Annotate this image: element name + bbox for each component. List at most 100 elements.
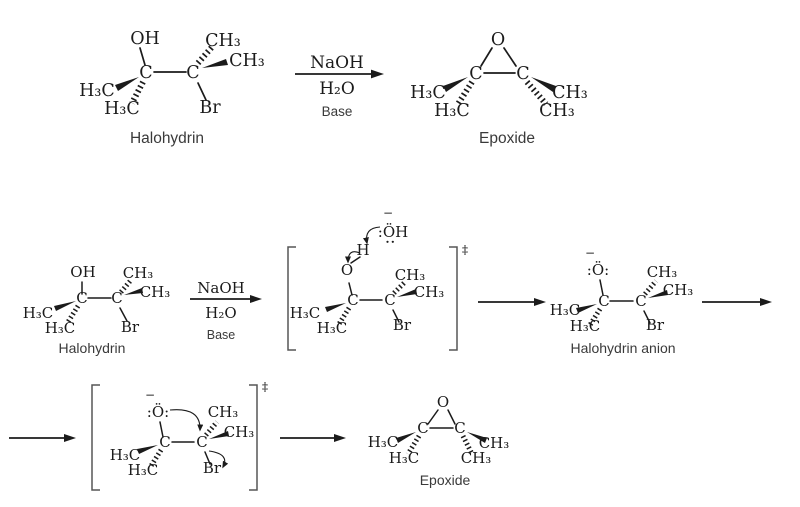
wedge-bond: [54, 301, 76, 311]
atom-label-ch3: CH₃: [395, 266, 426, 284]
atom-label-h: H: [356, 241, 369, 259]
wedge-bond: [124, 288, 143, 295]
arrowhead: [760, 298, 772, 306]
arrowhead: [334, 434, 346, 442]
atom-label-c: C: [598, 292, 609, 310]
reagent-label: NaOH: [310, 53, 364, 73]
atom-label-c: C: [454, 419, 465, 437]
atom-label-h3c: H₃C: [368, 433, 399, 451]
bonds: [115, 45, 228, 105]
atom-label-ch3: CH₃: [539, 101, 575, 121]
wedge-bond: [325, 303, 346, 312]
atom-label-h3c: H₃C: [79, 81, 115, 101]
bonds: [396, 409, 487, 456]
reagent-label: NaOH: [197, 279, 244, 297]
transition-state-2: ‡ − :Ö: C C CH₃ CH₃ H₃C H₃C Br: [91, 379, 268, 491]
hashed-bond: [204, 420, 219, 437]
ts-double-dagger: ‡: [262, 379, 268, 394]
atom-label-h3c: H₃C: [290, 304, 321, 322]
bond: [503, 47, 517, 67]
bracket-left: [287, 246, 296, 351]
hashed-bond: [148, 448, 164, 468]
bonds: [443, 47, 556, 106]
wedge-bond: [467, 432, 487, 443]
hashed-bond: [643, 279, 658, 296]
atom-label-c: C: [469, 64, 482, 84]
atom-label-ch3: CH₃: [205, 31, 241, 51]
atom-label-br: Br: [199, 98, 221, 118]
atom-label-h3c: H₃C: [410, 83, 446, 103]
solvent-label: H₂O: [319, 79, 355, 99]
bond: [447, 409, 456, 425]
hydroxide-label: :ÖH: [378, 223, 408, 241]
atom-label-ch3: CH₃: [414, 283, 445, 301]
caption-halohydrin: Halohydrin: [130, 130, 204, 147]
atom-label-ch3: CH₃: [461, 449, 492, 467]
wedge-bond: [202, 59, 228, 68]
bond: [427, 409, 439, 425]
atom-label-h3c: H₃C: [434, 101, 470, 121]
lone-pair-dot: [386, 240, 389, 243]
wedge-bond: [648, 290, 668, 298]
hashed-bond: [524, 80, 549, 106]
hashed-bond: [587, 307, 603, 327]
hashed-bond: [119, 278, 133, 294]
wedge-bond: [576, 304, 597, 313]
hashed-bond: [392, 280, 407, 295]
atom-label-c: C: [159, 433, 170, 451]
atom-label-oh: OH: [70, 263, 95, 281]
bracket-right: [449, 246, 458, 351]
reaction-conditions-arrow-mid: NaOH H₂O Base: [190, 279, 262, 342]
hashed-bond: [336, 306, 352, 326]
atom-label-ch3: CH₃: [663, 281, 694, 299]
epoxide-structure-top: O C C H₃C H₃C CH₃ CH₃ Epoxide: [410, 30, 588, 147]
caption-halohydrin-anion: Halohydrin anion: [570, 340, 675, 356]
bond: [139, 47, 146, 66]
reaction-arrow: [478, 298, 546, 306]
atom-label-h3c: H₃C: [570, 317, 601, 335]
atom-label-br: Br: [393, 316, 412, 334]
arrowhead: [534, 298, 546, 306]
atom-label-o: O: [437, 393, 449, 411]
arrowhead: [371, 69, 384, 79]
bonds: [576, 279, 668, 327]
curved-arrow-o-to-carbon: [169, 409, 204, 432]
charge-minus: −: [383, 206, 393, 220]
atom-label-ch3: CH₃: [647, 263, 678, 281]
caption-epoxide: Epoxide: [420, 472, 471, 488]
alkoxide-label: :Ö:: [147, 403, 169, 421]
atom-label-h3c: H₃C: [550, 301, 581, 319]
base-label: Base: [207, 328, 236, 342]
atom-label-br: Br: [203, 459, 222, 477]
bonds: [54, 278, 143, 324]
wedge-bond: [397, 289, 417, 297]
atom-label-h3c: H₃C: [23, 304, 54, 322]
atom-label-o: O: [341, 261, 353, 279]
wedge-bond: [137, 445, 158, 454]
halohydrin-structure-mid: OH CH₃ CH₃ C C H₃C H₃C Br Halohydrin: [23, 263, 171, 356]
atom-label-ch3: CH₃: [229, 51, 265, 71]
arrowhead: [250, 295, 262, 303]
hashed-bond: [65, 304, 81, 324]
atom-label-br: Br: [121, 318, 140, 336]
halohydrin-anion-structure: − :Ö: C C CH₃ CH₃ H₃C H₃C Br Halohydrin …: [550, 246, 694, 356]
atom-label-c: C: [76, 289, 87, 307]
bracket-right: [249, 384, 258, 491]
atom-label-oh: OH: [130, 29, 160, 49]
bond: [599, 279, 604, 296]
atom-label-h3c: H₃C: [45, 319, 76, 337]
reaction-arrow: [702, 298, 772, 306]
wedge-bond: [115, 77, 139, 91]
bond: [480, 47, 493, 67]
atom-label-c: C: [417, 419, 428, 437]
bonds: [325, 256, 417, 326]
atom-label-h3c: H₃C: [104, 99, 140, 119]
atom-label-ch3: CH₃: [208, 403, 239, 421]
atom-label-c: C: [516, 64, 529, 84]
hashed-bond: [405, 434, 422, 456]
atom-label-ch3: CH₃: [140, 283, 171, 301]
atom-label-c: C: [384, 291, 395, 309]
bonds: [137, 420, 229, 468]
bond: [392, 309, 400, 323]
